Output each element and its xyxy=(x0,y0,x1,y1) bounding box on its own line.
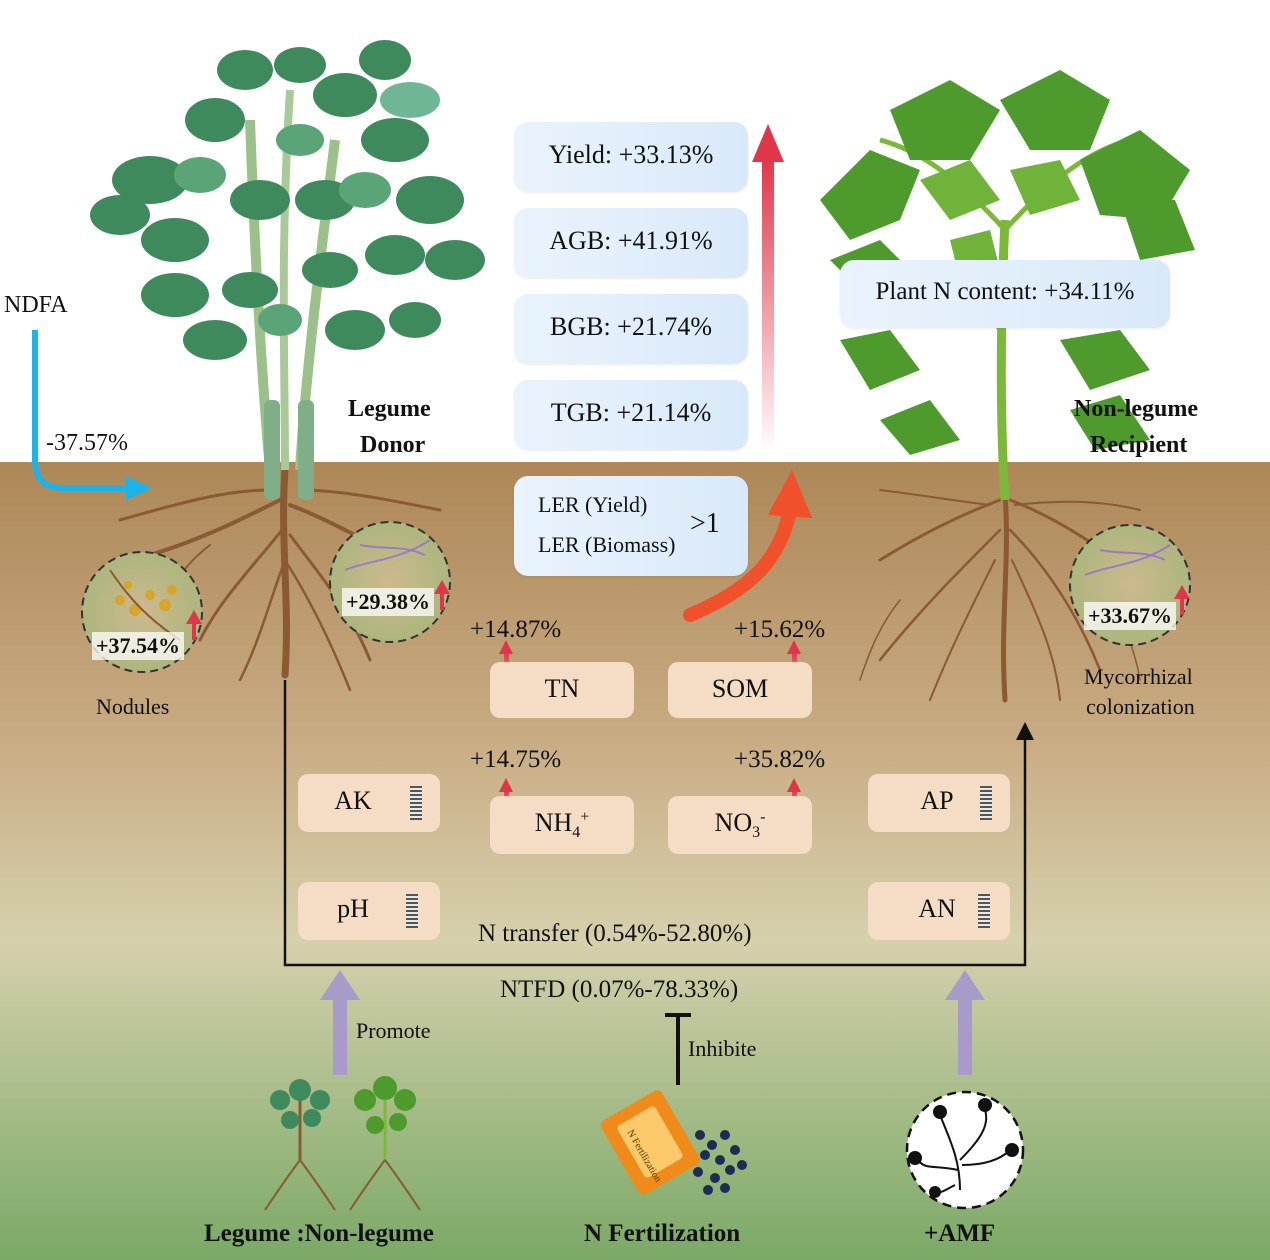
n-transfer-arrowhead xyxy=(1016,722,1034,740)
n-transfer-path xyxy=(283,680,1027,967)
yield-text: Yield: +33.13% xyxy=(548,140,714,169)
nh4-box: NH4+ xyxy=(490,796,634,854)
small-up-arrows xyxy=(186,580,1190,640)
tgb-text: TGB: +21.14% xyxy=(550,398,712,427)
nh4-sup: + xyxy=(580,808,590,826)
an-box: AN xyxy=(868,882,1010,940)
recipient-label-2: Recipient xyxy=(1090,432,1188,458)
plant-n-box: Plant N content: +34.11% xyxy=(840,260,1170,328)
tn-box: TN xyxy=(490,662,634,718)
nodules-change: +37.54% xyxy=(92,632,185,660)
myc-label-2: colonization xyxy=(1086,694,1195,719)
promote-arrow xyxy=(320,970,360,1075)
tn-text: TN xyxy=(544,674,580,703)
no3-change: +35.82% xyxy=(734,746,826,773)
legume-plant xyxy=(90,40,485,500)
ler-curve-arrow xyxy=(683,470,812,622)
inhibite-label: Inhibite xyxy=(688,1036,757,1061)
som-box: SOM xyxy=(668,662,812,718)
amf-icon xyxy=(905,1090,1025,1210)
ler-yield: LER (Yield) xyxy=(538,492,648,517)
yield-up-arrow xyxy=(752,124,784,453)
n-transfer-label: N transfer (0.54%-52.80%) xyxy=(478,920,752,947)
promote-label: Promote xyxy=(356,1018,431,1043)
ler-box: LER (Yield) LER (Biomass) >1 xyxy=(514,476,748,576)
ph-box: pH xyxy=(298,882,440,940)
ntfd-label: NTFD (0.07%-78.33%) xyxy=(500,976,739,1003)
donor-amf-circle xyxy=(329,521,451,643)
ap-text: AP xyxy=(920,786,954,815)
bgb-box: BGB: +21.74% xyxy=(514,294,748,364)
recipient-label-1: Non-legume xyxy=(1074,396,1198,422)
ak-box: AK xyxy=(298,774,440,832)
som-text: SOM xyxy=(711,674,769,703)
ratio-label: Legume :Non-legume xyxy=(204,1220,434,1247)
ph-bars-icon xyxy=(406,894,418,928)
tn-change: +14.87% xyxy=(470,616,562,643)
agb-text: AGB: +41.91% xyxy=(549,226,713,255)
nh4-text: NH4+ xyxy=(490,808,634,842)
no3-sub: 3 xyxy=(752,824,761,842)
tgb-box: TGB: +21.14% xyxy=(514,380,748,450)
donor-amf-change: +29.38% xyxy=(342,588,435,616)
ratio-plants-icon xyxy=(264,1076,421,1211)
ap-box: AP xyxy=(868,774,1010,832)
fertilization-label: N Fertilization xyxy=(584,1220,741,1247)
ak-text: AK xyxy=(334,786,372,815)
ak-bars-icon xyxy=(410,786,422,820)
ap-bars-icon xyxy=(980,786,992,820)
inhibit-symbol xyxy=(665,1013,691,1085)
nodules-caption: Nodules xyxy=(96,694,170,719)
amf-label: +AMF xyxy=(924,1220,996,1247)
som-change: +15.62% xyxy=(734,616,826,643)
fertilizer-bag-icon xyxy=(600,1090,747,1195)
myc-label-1: Mycorrhizal xyxy=(1084,664,1193,689)
ph-text: pH xyxy=(337,894,369,923)
ndfa-change: -37.57% xyxy=(46,430,128,456)
ndfa-label: NDFA xyxy=(4,292,68,318)
an-text: AN xyxy=(918,894,956,923)
yield-box: Yield: +33.13% xyxy=(514,122,748,192)
nh4-base: NH xyxy=(534,808,573,837)
plant-n-text: Plant N content: +34.11% xyxy=(875,278,1135,305)
nh4-sub: 4 xyxy=(572,824,581,842)
bgb-text: BGB: +21.74% xyxy=(549,312,712,341)
no3-box: NO3- xyxy=(668,796,812,854)
no3-text: NO3- xyxy=(668,808,812,842)
ndfa-arrow xyxy=(32,330,152,500)
donor-label-1: Legume xyxy=(348,396,431,422)
ler-biomass: LER (Biomass) xyxy=(538,532,676,557)
no3-sup: - xyxy=(760,808,766,826)
donor-label-2: Donor xyxy=(360,432,426,458)
nh4-change: +14.75% xyxy=(470,746,562,773)
no3-base: NO xyxy=(714,808,753,837)
amf-arrow xyxy=(945,970,985,1075)
recipient-amf-change: +33.67% xyxy=(1084,602,1177,630)
an-bars-icon xyxy=(978,894,990,928)
agb-box: AGB: +41.91% xyxy=(514,208,748,278)
ler-value: >1 xyxy=(690,508,720,539)
